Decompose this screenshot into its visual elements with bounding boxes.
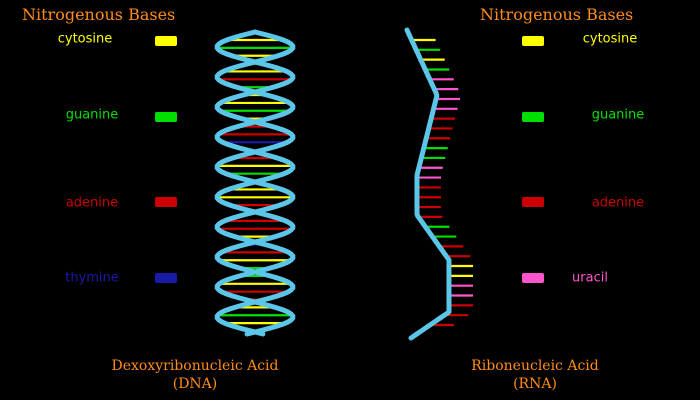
dna-caption-abbrev: (DNA) [172,376,218,392]
dna-swatch-thymine [155,273,177,283]
dna-label-cytosine: cytosine [57,31,113,47]
rna-label-uracil: uracil [572,270,608,286]
rna-swatch-cytosine [522,36,544,46]
dna-label-adenine: adenine [65,195,119,211]
rna-swatch-uracil [522,273,544,283]
rna-label-adenine: adenine [591,195,645,211]
dna-swatch-guanine [155,112,177,122]
rna-strand [404,27,452,341]
rna-caption-abbrev: (RNA) [513,376,557,392]
dna-label-thymine: thymine [65,270,119,286]
dna-label-guanine: guanine [65,107,119,123]
dna-strand-2 [214,29,296,337]
rna-caption: Riboneucleic Acid (RNA) [471,357,599,393]
rna-single-strand-backbone [404,27,452,341]
dna-caption-name: Dexoxyribonucleic Acid [111,358,279,374]
dna-caption: Dexoxyribonucleic Acid (DNA) [112,357,279,393]
rna-heading: Nitrogenous Bases [480,5,634,24]
rna-bases [411,38,473,327]
dna-heading: Nitrogenous Bases [22,5,176,24]
rna-label-guanine: guanine [591,107,645,123]
dna-double-helix-backbone [214,29,296,337]
dna-swatch-cytosine [155,36,177,46]
rna-label-cytosine: cytosine [582,31,638,47]
rna-swatch-adenine [522,197,544,207]
rna-caption-name: Riboneucleic Acid [471,358,599,374]
dna-swatch-adenine [155,197,177,207]
rna-swatch-guanine [522,112,544,122]
